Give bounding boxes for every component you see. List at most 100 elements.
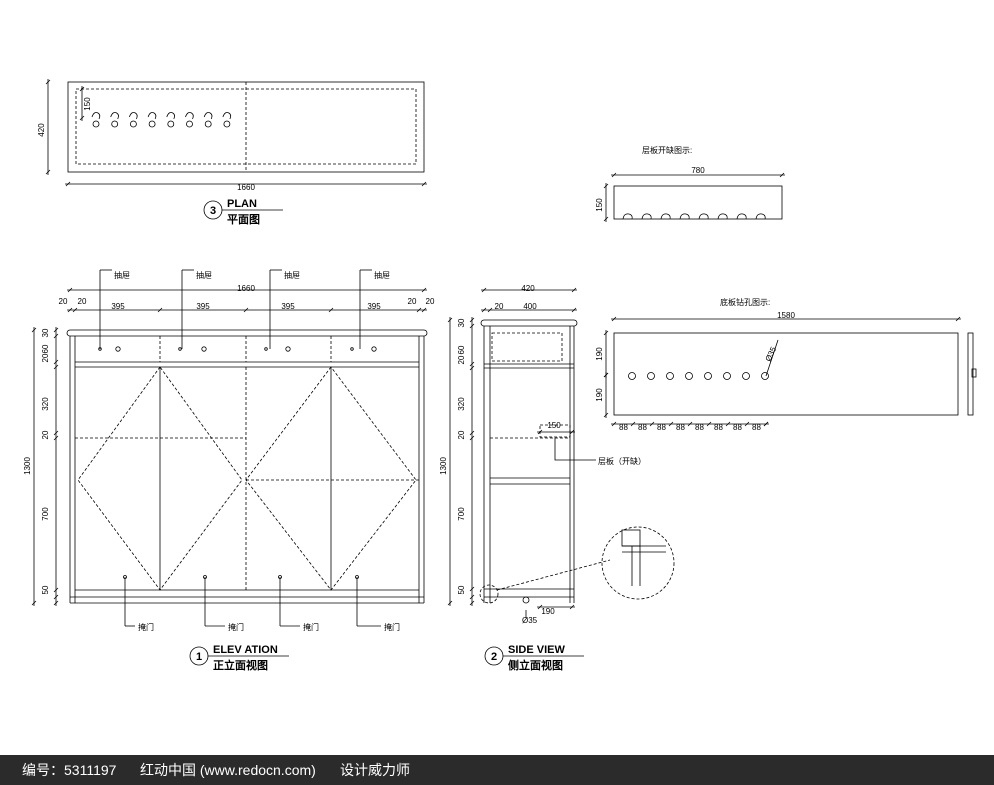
side-drawer-box: [491, 332, 563, 362]
drawer-width-label: 395: [111, 302, 125, 311]
drawer-knob-icon: [264, 347, 268, 351]
bottom-board-spacing-label: 88: [733, 423, 742, 432]
foot-hole-icon: [522, 596, 530, 604]
drawer-lock-icon: [285, 346, 291, 352]
dim-tick: [469, 435, 475, 441]
dim-tick: [537, 604, 543, 610]
dim-tick: [67, 307, 73, 313]
side-vdim-label: 20: [457, 430, 466, 439]
bottom-board-title: 底板钻孔图示:: [720, 297, 770, 307]
elevation-vdim-label: 320: [41, 397, 50, 411]
dim-tick: [243, 307, 249, 313]
elevation-vdim-label: 20: [41, 353, 50, 362]
shelf-notch-icon: [641, 213, 652, 220]
door-diamond-pattern: [245, 366, 417, 591]
hook-icon: [129, 112, 138, 120]
door-callout: 掩门: [384, 622, 400, 632]
bottom-board-spacing-label: 88: [695, 423, 704, 432]
drawer-lock-icon: [115, 346, 121, 352]
view-number: 1: [196, 651, 202, 663]
shelf-notch-title: 层板开缺图示:: [642, 145, 692, 155]
shelf-notch-depth-label: 150: [595, 198, 604, 212]
hook-icon: [166, 112, 175, 120]
door-callout: 掩门: [303, 622, 319, 632]
bottom-board-spacing-label: 88: [714, 423, 723, 432]
dim-tick: [72, 307, 78, 313]
dim-tick: [53, 600, 59, 606]
shelf-notch-icon: [679, 213, 690, 220]
dim-tick: [603, 216, 609, 222]
dim-tick: [469, 365, 475, 371]
side-width-label: 20: [78, 297, 87, 306]
dim-tick: [706, 421, 712, 427]
dim-tick: [469, 594, 475, 600]
dim-tick: [53, 435, 59, 441]
dim-tick: [744, 421, 750, 427]
bottom-board-section: [967, 332, 974, 416]
dim-tick: [447, 600, 453, 606]
footer-id: 编号：5311197: [22, 762, 117, 778]
dim-tick: [53, 333, 59, 339]
dim-tick: [53, 587, 59, 593]
dim-tick: [611, 172, 617, 178]
dim-tick: [53, 430, 59, 436]
dim-tick: [569, 429, 575, 435]
bottom-board-spacing-label: 88: [638, 423, 647, 432]
dim-tick: [487, 307, 493, 313]
dim-tick: [67, 287, 73, 293]
drawer-callout: 抽屉: [374, 270, 390, 280]
plan-width-label: 1660: [237, 183, 255, 192]
shelf-callout: 层板（开缺）: [598, 456, 646, 466]
dim-tick: [469, 600, 475, 606]
dim-tick: [537, 429, 543, 435]
dim-tick: [65, 181, 71, 187]
dim-tick: [763, 421, 769, 427]
shelf-leader-line: [554, 438, 596, 461]
dim-tick: [603, 372, 609, 378]
dim-tick: [421, 287, 427, 293]
bottom-board-spacing-label: 88: [619, 423, 628, 432]
bottom-board-section-notch: [971, 368, 977, 378]
side-vdim-label: 30: [457, 318, 466, 327]
hook-hole-icon: [111, 120, 119, 128]
bottom-board-row-label: 190: [595, 388, 604, 402]
drawer-callout: 抽屉: [114, 270, 130, 280]
dim-tick: [571, 307, 577, 313]
bottom-board-width-label: 1580: [777, 311, 795, 320]
hook-hole-icon: [167, 120, 175, 128]
shelf-notch-hatch: [539, 424, 571, 438]
dim-tick: [481, 287, 487, 293]
side-width-label: 20: [59, 297, 68, 306]
dim-tick: [328, 307, 334, 313]
dim-tick: [611, 421, 617, 427]
dim-tick: [79, 86, 85, 92]
drawer-callout: 抽屉: [196, 270, 212, 280]
dim-tick: [481, 307, 487, 313]
side-hole-label: Ø35: [522, 616, 538, 625]
side-vdim-label: 50: [457, 585, 466, 594]
shelf-notch-outline: [613, 185, 783, 220]
drill-hole-icon: [628, 372, 636, 380]
drill-hole-icon: [761, 372, 769, 380]
detail-section-lines: [622, 545, 666, 586]
dim-tick: [611, 316, 617, 322]
dim-tick: [725, 421, 731, 427]
hook-hole-icon: [92, 120, 100, 128]
plan-hook-label: 150: [83, 97, 92, 111]
bottom-board-spacing-label: 88: [676, 423, 685, 432]
dim-tick: [469, 361, 475, 367]
hook-icon: [147, 112, 157, 120]
drill-hole-icon: [685, 372, 693, 380]
dim-tick: [31, 327, 37, 333]
shelf-notch-icon: [755, 213, 766, 220]
plan-depth-label: 420: [37, 123, 46, 137]
hook-hole-icon: [148, 120, 156, 128]
elevation-height-label: 1300: [23, 457, 32, 475]
bottom-board-row-label: 190: [595, 347, 604, 361]
drill-hole-icon: [742, 372, 750, 380]
dim-tick: [569, 604, 575, 610]
footer-site: 红动中国 (www.redocn.com): [140, 762, 316, 778]
side-depth-label: 420: [521, 284, 535, 293]
shelf-notch-icon: [660, 213, 671, 220]
